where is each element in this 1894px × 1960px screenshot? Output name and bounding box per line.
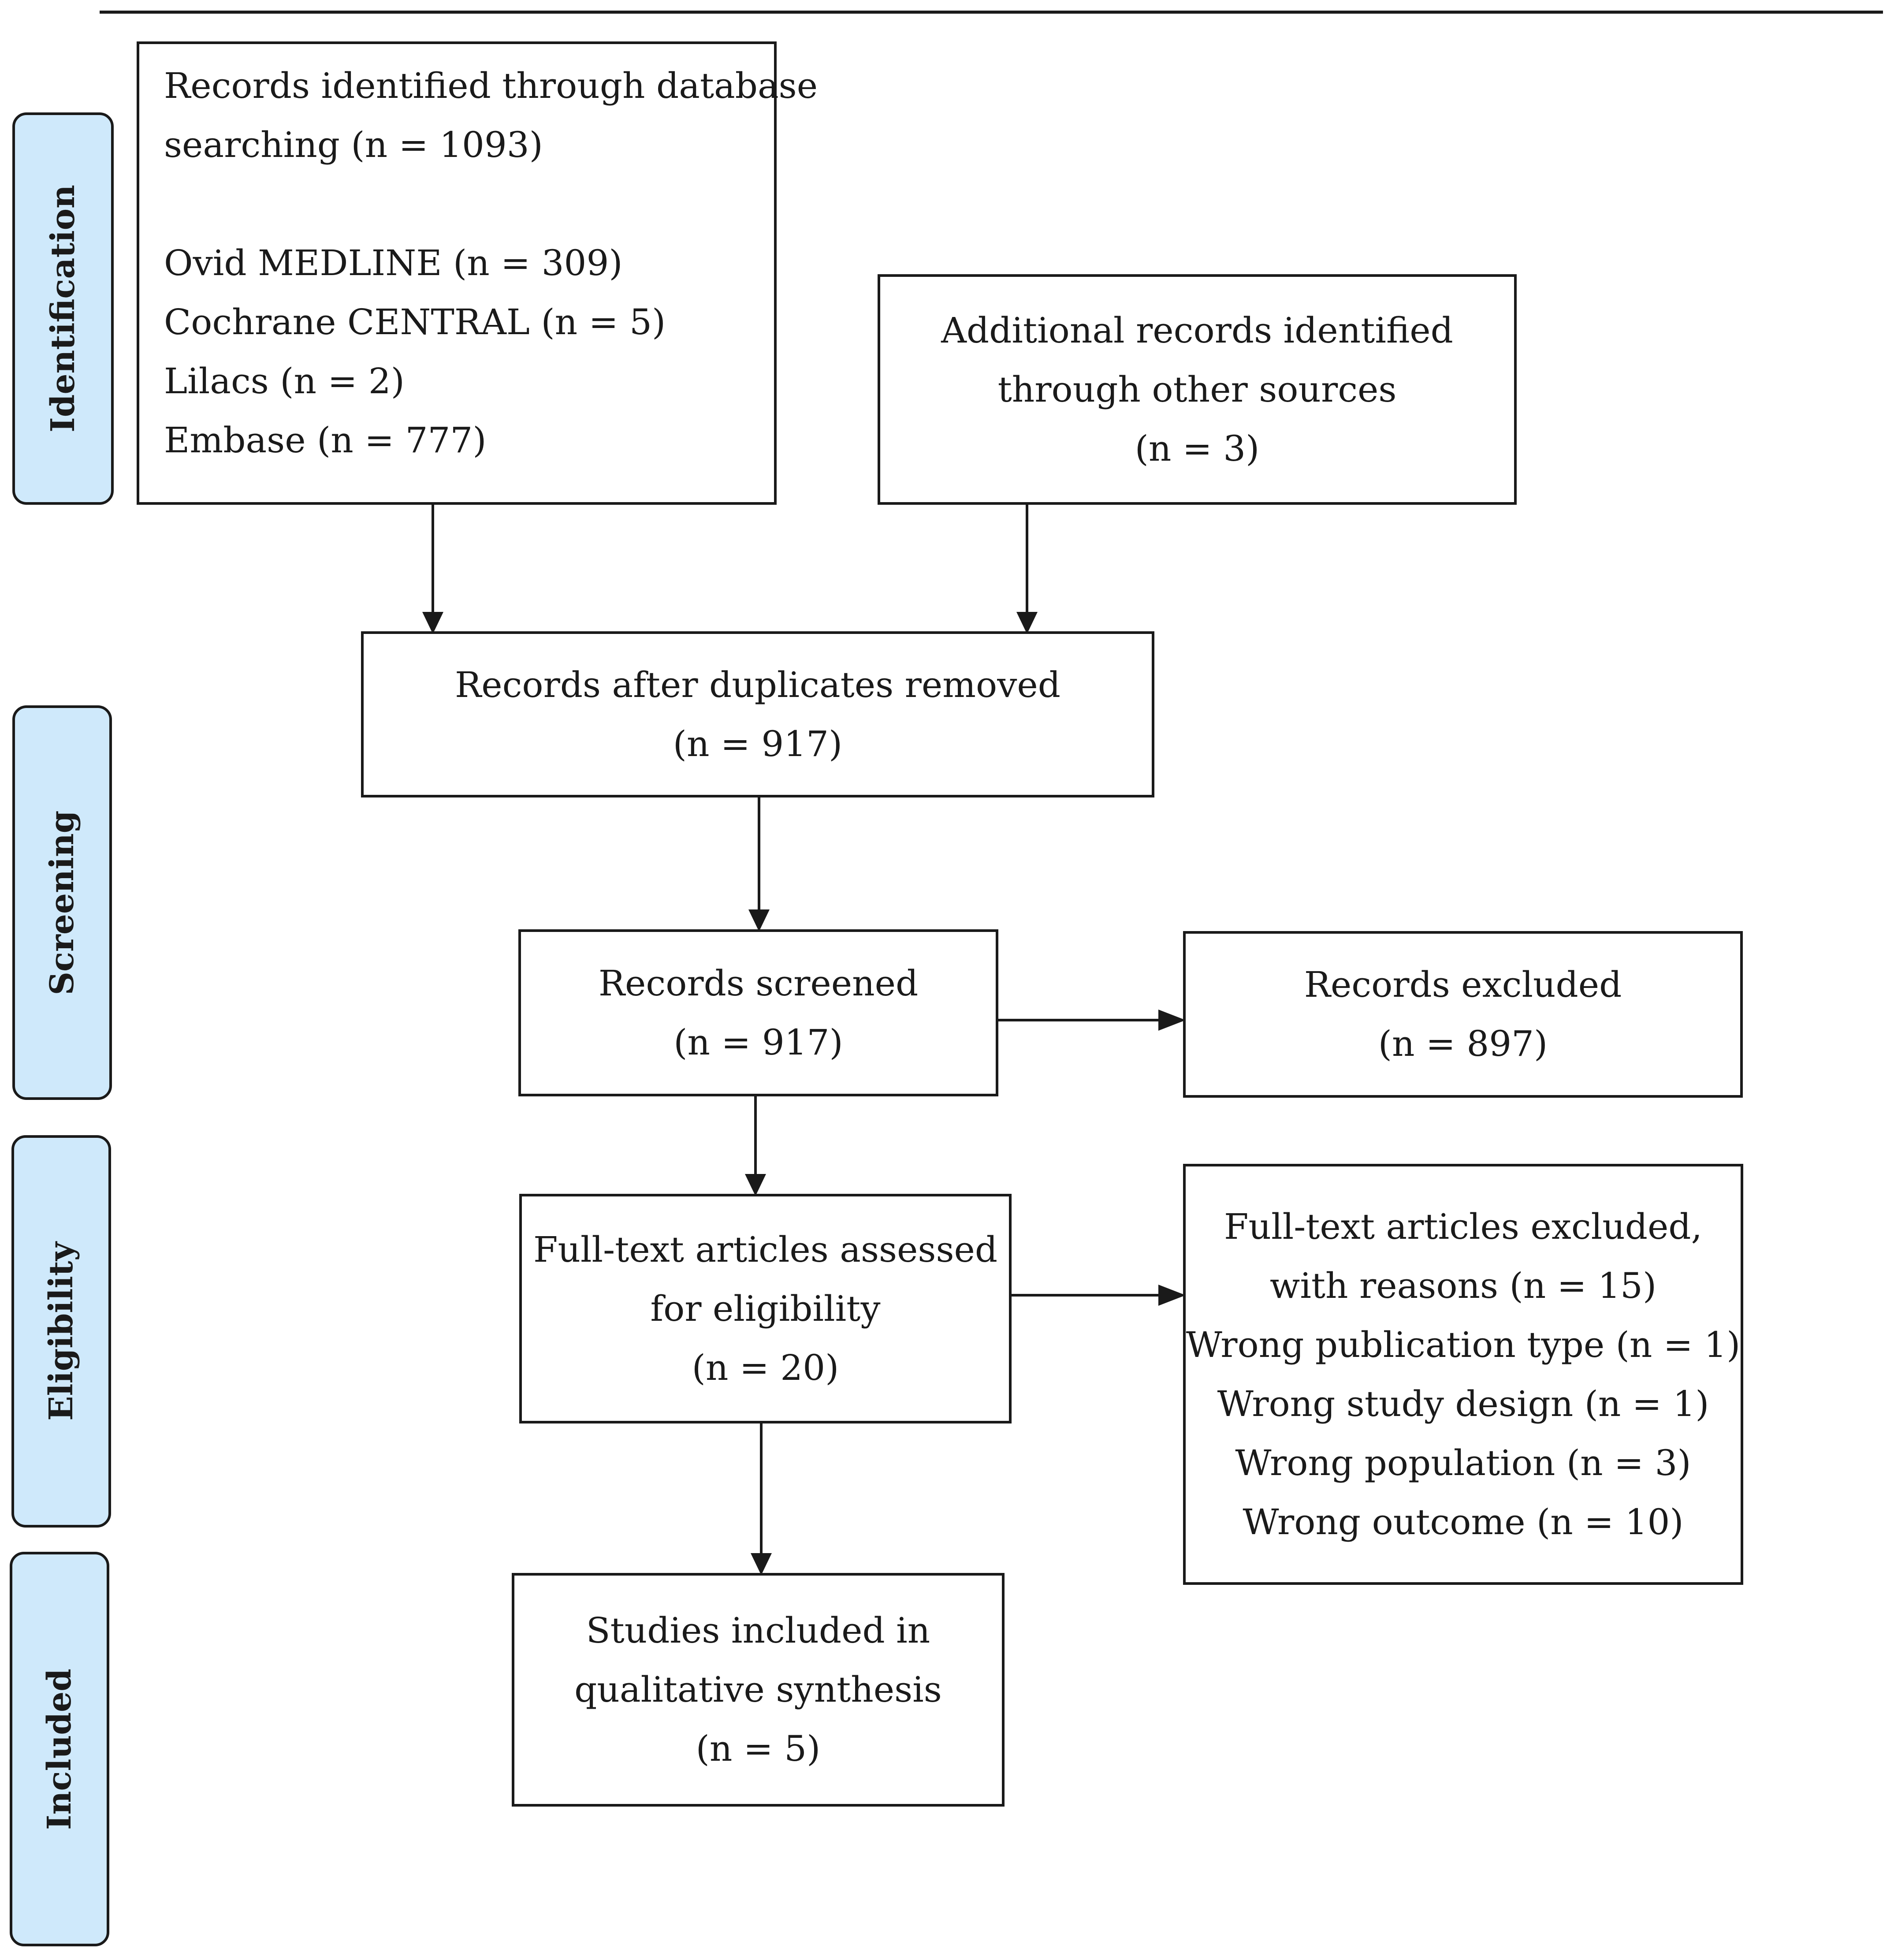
fulltext-assessed-count: (n = 20): [692, 1347, 839, 1388]
arrowhead-included: [751, 1553, 772, 1575]
exclusion-reason: Wrong population (n = 3): [1235, 1442, 1691, 1483]
records-excluded-count: (n = 897): [1378, 1023, 1548, 1064]
source-item: Embase (n = 777): [164, 420, 487, 461]
arrowhead-fulltext-excluded: [1158, 1285, 1186, 1306]
records-screened-label: Records screened: [598, 962, 919, 1004]
stage-screening: Screening: [12, 705, 112, 1100]
arrowhead-records-excluded: [1158, 1010, 1186, 1031]
arrowhead-dedup-left: [422, 612, 443, 634]
exclusion-reason: Wrong publication type (n = 1): [1186, 1324, 1741, 1365]
studies-included-line2: qualitative synthesis: [574, 1669, 942, 1710]
arrowhead-dedup-right: [1016, 612, 1038, 634]
arrowhead-assessed: [745, 1174, 766, 1196]
source-item: Lilacs (n = 2): [164, 361, 405, 402]
duplicates-removed-label: Records after duplicates removed: [455, 664, 1060, 705]
other-sources-line2: through other sources: [997, 369, 1397, 410]
top-rule: [100, 11, 1883, 14]
fulltext-excluded-box: Full-text articles excluded, with reason…: [1183, 1164, 1743, 1585]
other-sources-count: (n = 3): [1135, 428, 1260, 469]
fulltext-assessed-line2: for eligibility: [650, 1288, 881, 1329]
exclusion-reason: Wrong outcome (n = 10): [1243, 1501, 1684, 1543]
fulltext-excluded-line1: Full-text articles excluded,: [1224, 1206, 1702, 1247]
source-item: Ovid MEDLINE (n = 309): [164, 242, 623, 283]
database-records-line1: Records identified through database: [164, 65, 818, 106]
studies-included-line1: Studies included in: [586, 1610, 930, 1651]
duplicates-removed-count: (n = 917): [673, 723, 843, 764]
source-item: Cochrane CENTRAL (n = 5): [164, 302, 666, 343]
records-excluded-box: Records excluded (n = 897): [1183, 931, 1743, 1098]
studies-included-count: (n = 5): [696, 1728, 821, 1769]
other-sources-line1: Additional records identified: [941, 309, 1453, 351]
stage-eligibility: Eligibility: [11, 1135, 111, 1528]
arrowhead-screened: [748, 909, 770, 932]
records-screened-count: (n = 917): [674, 1021, 843, 1063]
studies-included-box: Studies included in qualitative synthesi…: [512, 1573, 1005, 1807]
other-sources-box: Additional records identified through ot…: [878, 274, 1517, 505]
database-records-box: Records identified through database sear…: [137, 41, 818, 505]
duplicates-removed-box: Records after duplicates removed (n = 91…: [361, 631, 1154, 797]
records-screened-box: Records screened (n = 917): [518, 929, 998, 1096]
fulltext-assessed-box: Full-text articles assessed for eligibil…: [519, 1194, 1012, 1423]
database-records-line2: searching (n = 1093): [164, 124, 543, 165]
stage-identification: Identification: [12, 112, 114, 505]
spacer: [164, 175, 774, 234]
stage-included: Included: [10, 1552, 109, 1946]
exclusion-reason: Wrong study design (n = 1): [1217, 1383, 1709, 1424]
records-excluded-label: Records excluded: [1304, 964, 1622, 1005]
fulltext-excluded-line2: with reasons (n = 15): [1269, 1265, 1657, 1306]
fulltext-assessed-line1: Full-text articles assessed: [533, 1229, 998, 1270]
